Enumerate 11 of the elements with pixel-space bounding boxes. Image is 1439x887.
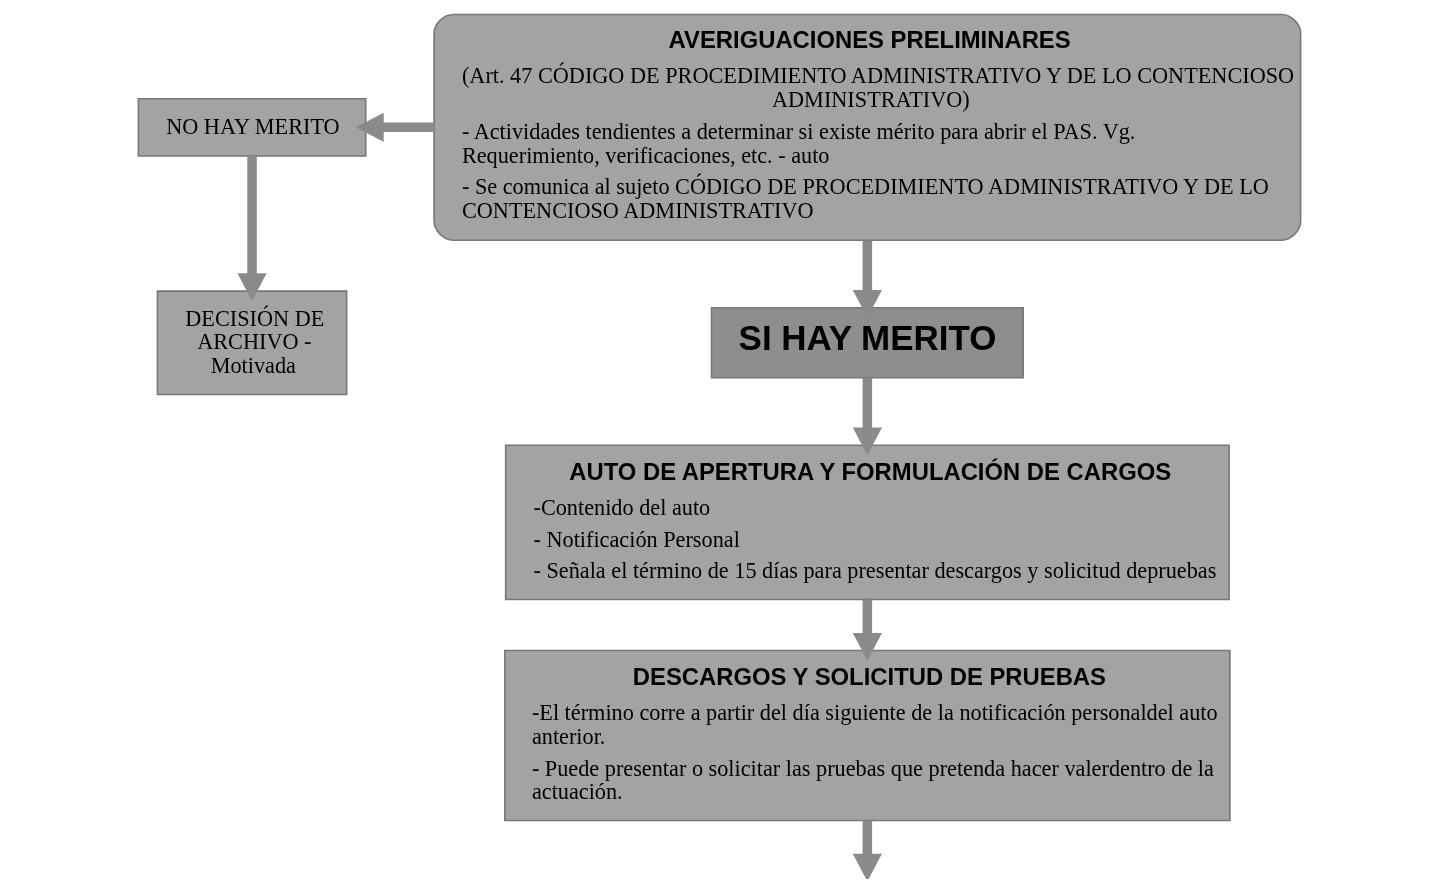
arrow (852, 377, 882, 456)
node-box: AUTO DE APERTURA Y FORMULACIÓN DE CARGOS -Contenido del auto - Notificación Personal - Señala el término de 15 días para presentar descargos y solicitud depruebas (504, 444, 1230, 601)
arrow (852, 599, 882, 661)
node-box: AVERIGUACIONES PRELIMINARES (Art. 47 CÓDIGO DE PROCEDIMIENTO ADMINISTRATIVO Y DE LO CONTENCIOSO ADMINISTRATIVO) - Actividades tendientes a determinar si existe mérito para abrir el PAS. Vg. Requerimiento, verificaciones, etc. - auto - Se comunica al sujeto CÓDIGO DE PROCEDIMIENTO ADMINISTRATIVO Y DE LO CONTENCIOSO ADMINISTRATIVO (433, 13, 1302, 241)
node-box: NO HAY MERITO (137, 97, 367, 157)
node-box: DESCARGOS Y SOLICITUD DE PRUEBAS -El término corre a partir del día siguiente de la notificación personaldel auto anterior. - Puede presentar o solicitar las pruebas que pretenda hacer valerdentro de la actuación. (504, 649, 1231, 822)
arrow (355, 112, 434, 142)
arrow (237, 156, 267, 302)
node-box: DECISIÓN DE ARCHIVO - Motivada (156, 290, 348, 396)
node-box: SI HAY MERITO (710, 307, 1024, 379)
arrow (852, 820, 882, 879)
